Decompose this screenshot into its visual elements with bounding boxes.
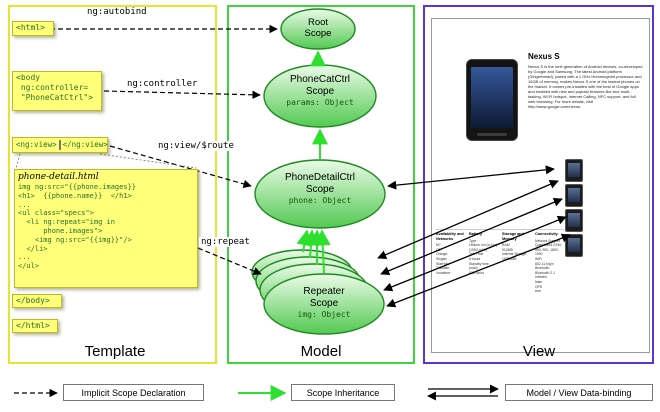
spec-column: Storage and Memory RAM 512MB Internal St…: [502, 232, 531, 294]
legend-scope-inheritance: Scope Inheritance: [291, 384, 395, 401]
repeater-scope-label: Repeater Scope img: Object: [264, 286, 384, 320]
spec-header: Battery: [469, 232, 483, 236]
html-close-tag: </html>: [16, 321, 50, 330]
phone-thumbnail: [565, 234, 583, 257]
spec-column: Battery Type Lithium Ion (Li-Ion) (1500 …: [469, 232, 498, 294]
product-title: Nexus S: [528, 52, 560, 61]
scope-title: Repeater: [303, 286, 345, 297]
scope-title: Scope: [305, 85, 335, 97]
model-column-caption: Model: [300, 343, 342, 360]
phone-screen: [471, 67, 513, 128]
spec-header: Storage and Memory: [502, 232, 524, 241]
spec-items: Network Support Quad-band GSM: 850, 900,…: [535, 238, 562, 294]
ng-controller-label: ng:controller: [125, 79, 200, 89]
spec-items: Type Lithium Ion (Li-Ion) (1500 mAh) Tal…: [469, 238, 498, 275]
spec-column: Availability and Networks M7, O2, Orange…: [436, 232, 465, 294]
phone-thumbnail: [565, 209, 583, 232]
phonecatctrl-scope-label: PhoneCatCtrl Scope params: Object: [260, 74, 380, 108]
spec-header: Availability and Networks: [436, 232, 464, 241]
scope-title: Scope: [304, 27, 332, 39]
thumbnail-strip: [565, 159, 583, 257]
scope-title: Scope: [309, 297, 339, 309]
legend-implicit-scope: Implicit Scope Declaration: [63, 384, 204, 401]
scope-property: phone: Object: [288, 196, 352, 205]
phone-thumbnail: [565, 184, 583, 207]
scope-title: Root: [307, 17, 329, 28]
html-open-tag-box: <html>: [12, 21, 54, 36]
spec-items: RAM 512MB Internal Storage 16384MB: [502, 243, 527, 261]
html-open-tag: <html>: [16, 23, 45, 32]
product-description: Nexus S is the next generation of Androi…: [528, 64, 643, 109]
scope-title: Scope: [305, 183, 335, 195]
body-close-tag-box: </body>: [12, 294, 62, 308]
scope-title: PhoneDetailCtrl: [284, 172, 356, 183]
body-controller-box: <body ng:controller= "PhoneCatCtrl">: [12, 71, 102, 111]
phone-detail-template-box: phone-detail.html img ng:src="{{phone.im…: [14, 169, 198, 288]
phone-thumbnail: [565, 159, 583, 182]
phone-button: [477, 133, 507, 136]
ng-view-route-label: ng:view/$route: [156, 141, 236, 151]
html-close-tag-box: </html>: [12, 319, 58, 333]
ng-repeat-label: ng:repeat: [199, 237, 252, 247]
spec-header: Connectivity: [535, 232, 558, 236]
scope-property: img: Object: [297, 310, 351, 319]
specs-table: Availability and Networks M7, O2, Orange…: [436, 229, 564, 294]
template-column-caption: Template: [84, 343, 146, 360]
template-filename: phone-detail.html: [18, 172, 99, 182]
view-column-caption: View: [522, 343, 556, 360]
spec-column: Connectivity Network Support Quad-band G…: [535, 232, 564, 294]
body-controller-code: <body ng:controller= "PhoneCatCtrl">: [16, 73, 94, 102]
root-scope-label: Root Scope: [281, 17, 355, 39]
template-code: img ng:src="{{phone.images}} <h1> {{phon…: [18, 183, 137, 271]
legend-databinding-arrows: [427, 384, 499, 401]
phone-image: [466, 59, 518, 141]
view-page: Nexus S Nexus S is the next generation o…: [431, 18, 650, 353]
ng-view-box: <ng:view> </ng:view>: [12, 137, 108, 153]
ng-autobind-label: ng:autobind: [85, 7, 149, 17]
scope-title: PhoneCatCtrl: [289, 74, 351, 85]
spec-items: M7, O2, Orange, Singtel, StarHub, T-Mobi…: [436, 243, 451, 275]
view-window-icon: [58, 140, 61, 150]
phonedetailctrl-scope-label: PhoneDetailCtrl Scope phone: Object: [252, 172, 388, 206]
ng-view-close-tag: </ng:view>: [62, 140, 108, 149]
ng-view-open-tag: <ng:view>: [16, 140, 57, 149]
scope-property: params: Object: [286, 98, 354, 107]
body-close-tag: </body>: [16, 296, 50, 305]
legend-data-binding: Model / View Data-binding: [505, 384, 653, 401]
